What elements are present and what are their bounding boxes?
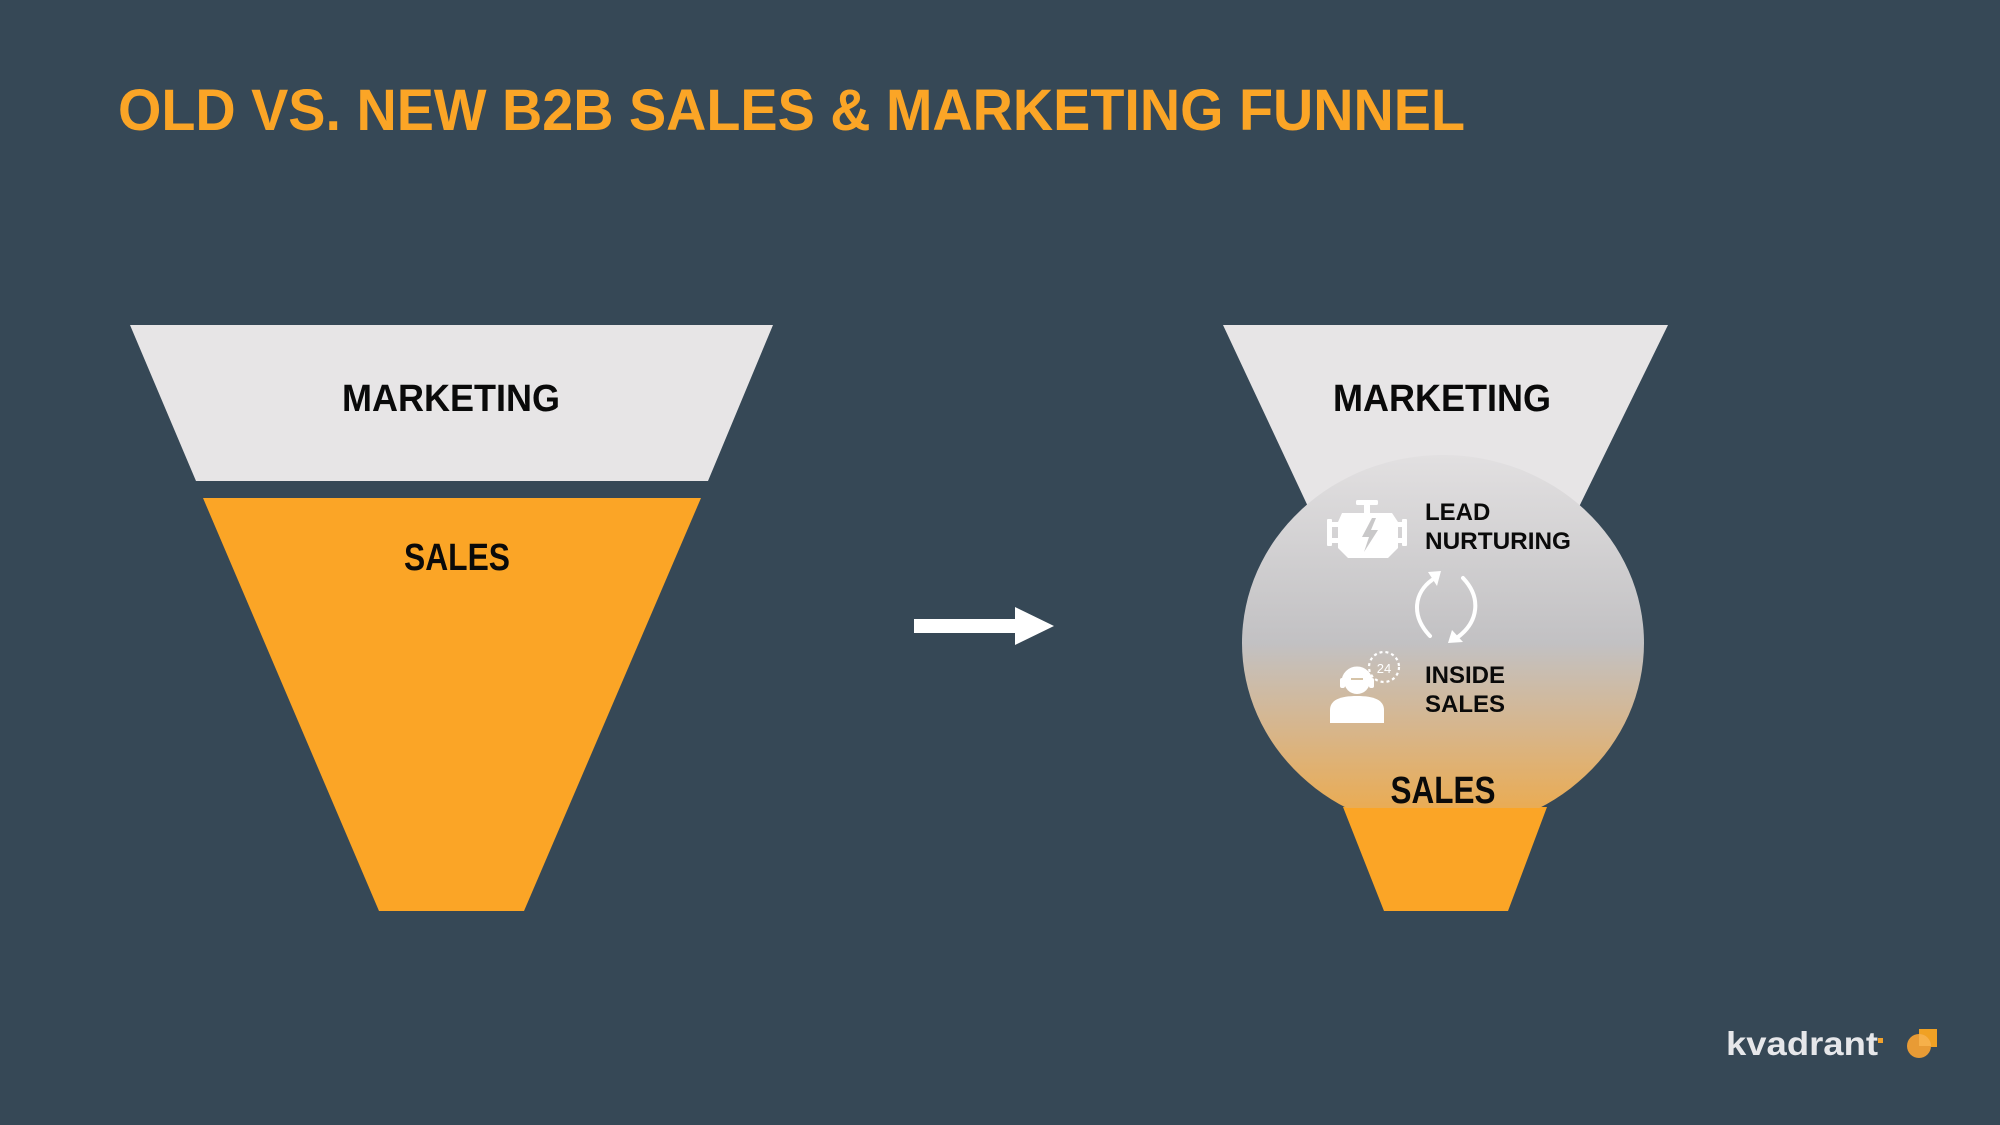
old-funnel: MARKETING SALES [130,325,773,911]
arrow-right-icon [914,607,1054,645]
kvadrant-logo-mark-icon [1907,1029,1937,1058]
old-funnel-marketing-section [130,325,773,481]
svg-text:24: 24 [1377,661,1391,676]
new-funnel: MARKETING LEAD NURTURING [1223,325,1668,911]
lead-nurturing-label-line2: NURTURING [1425,528,1571,555]
headset-agent-24h-icon: 24 [1330,650,1401,723]
logo-wordmark: kvadrant [1726,1025,1878,1062]
new-funnel-sales-section [1343,807,1547,911]
inside-sales-label-line2: SALES [1425,691,1505,718]
lead-nurturing-label-line1: LEAD [1425,499,1490,526]
new-funnel-marketing-label: MARKETING [1333,378,1551,420]
logo-wordmark-dot [1878,1038,1883,1043]
engine-lightning-icon [1327,500,1407,558]
inside-sales-label-line1: INSIDE [1425,662,1505,689]
new-funnel-sales-label: SALES [1391,770,1496,812]
old-funnel-sales-section [203,498,701,911]
old-funnel-marketing-label: MARKETING [342,378,560,420]
cycle-arrows-icon [1415,571,1478,643]
slide-title: OLD VS. NEW B2B SALES & MARKETING FUNNEL [118,78,1465,143]
kvadrant-logo: kvadrant [1726,1025,1937,1062]
old-funnel-sales-label: SALES [404,537,510,579]
